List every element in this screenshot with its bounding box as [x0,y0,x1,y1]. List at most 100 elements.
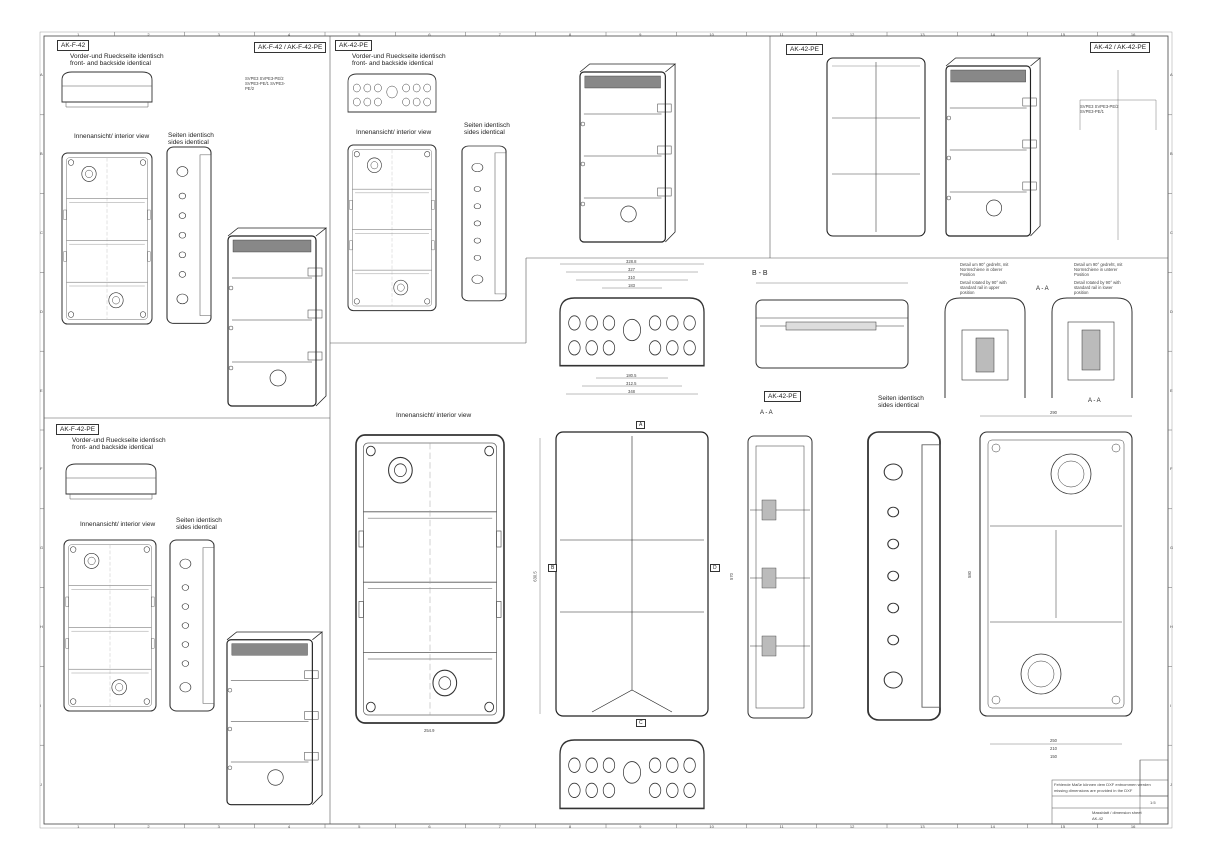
detail-2-en: Detail rotated by 90° with standard rail… [1074,280,1121,296]
zone-col-label: 9 [639,824,642,829]
zone-row-label: J [40,781,42,787]
title-doc-number: AK-42 [1092,816,1104,821]
zone-row-label: E [40,387,43,393]
panel-tag-ak42-right: AK-42-PE [786,44,823,55]
panel-tag-akf42-right: AK-F-42 / AK-F-42-PE [254,42,327,53]
marker-c: C [636,719,646,727]
panel-tag-akf42pe: AK-F-42-PE [56,424,100,435]
detail-1-en: Detail rotated by 90° with standard rail… [960,280,1007,296]
section-aa-tall-view [747,435,813,719]
marker-b: B [548,564,558,572]
section-bb-view [755,282,909,369]
ak42-schematic [1079,70,1157,240]
main-interior-view [355,434,505,724]
ak42pe-iso-view [579,63,676,243]
zone-col-label: 9 [639,32,642,37]
zone-row-label: H [40,624,43,629]
zone-col-label: 8 [568,824,572,829]
dim-plan-w1: 290 [1050,410,1057,415]
sides-en-3: sides identical [176,524,217,531]
zone-row-label: G [40,545,44,551]
ak42-closed-view [826,57,926,237]
main-sides-de: Seiten identisch [878,395,924,402]
dim-plan-h: 580 [966,571,972,579]
main-side-view [867,431,941,721]
dim-plan-w4: 150 [1050,754,1057,759]
dim-h-total: 630.5 [532,571,538,582]
zone-col-label: 4 [287,32,291,37]
zone-col-label: 5 [358,32,361,37]
zone-row-label: E [1170,387,1173,393]
sides-en: sides identical [168,139,209,146]
zone-col-label: 11 [779,32,784,37]
interior-view-label: Innenansicht/ interior view [74,133,150,140]
zone-col-label: 16 [1130,824,1136,829]
dim-top-w2: 327 [628,267,635,272]
akf42-top-view [61,71,153,108]
marker-a: A [636,421,646,429]
ak42pe-front-view [347,144,437,312]
sides-de: Seiten identisch [168,132,214,139]
front-back-en-3: front- and backside identical [72,444,153,451]
zone-col-label: 12 [849,824,855,829]
dim-top-w4: 183 [628,283,635,288]
zone-col-label: 2 [147,32,150,37]
bottom-knockout-view [559,739,705,810]
front-back-en-2: front- and backside identical [352,60,433,67]
panel-tag-ak42-right-2: AK-42 / AK-42-PE [1090,42,1151,53]
ref-box-ak42: SVPE3 SVPE3-PE/2 SVPE3-PE/1 [1080,104,1119,115]
zone-col-label: 12 [849,32,855,37]
sides-de-2: Seiten identisch [464,122,510,129]
main-sides-en: sides identical [878,402,919,409]
zone-row-label: H [1170,624,1173,629]
zone-col-label: 7 [498,824,501,829]
zone-col-label: 16 [1130,32,1136,37]
marker-d: D [710,564,720,572]
main-rear-view [979,415,1133,745]
zone-col-label: 8 [568,32,572,37]
akf42-iso-view [227,227,327,407]
zone-col-label: 1 [77,824,80,829]
zone-row-label: A [1170,72,1173,78]
section-aa-label-3: A - A [760,410,773,416]
title-doc-title: Massblatt / dimension sheet [1092,810,1142,815]
ref-box-akf42: SVPE3 SVPE3-PE/2 SVPE3-PE/1 SVPE3-PE/2 [245,76,286,92]
akf42-front-view [61,152,153,325]
front-back-de: Vorder-und Rueckseite identisch [70,53,164,60]
front-back-de-2: Vorder-und Rueckseite identisch [352,53,446,60]
zone-row-label: F [1170,466,1173,472]
section-aa-label-2: A - A [1088,398,1101,404]
title-note-de: Fehlende Maße können dem DXF entnommen w… [1054,782,1151,787]
zone-col-label: 7 [498,32,501,37]
detail-1-de: Detail um 90° gedreht, mit Normschiene i… [960,262,1009,278]
sides-de-3: Seiten identisch [176,517,222,524]
zone-row-label: F [40,466,43,472]
akf42pe-iso-view [226,631,323,806]
zone-col-label: 3 [217,824,220,829]
dim-top-w1: 328.8 [626,259,637,264]
zone-col-label: 14 [990,824,995,829]
zone-row-label: G [1170,545,1174,551]
ak42-iso-view [945,57,1041,237]
dim-h-inner: 570 [728,573,734,581]
zone-col-label: 10 [709,32,714,37]
akf42-side-view [166,146,212,324]
zone-row-label: J [1170,781,1172,787]
zone-col-label: 13 [920,32,925,37]
dim-interior-w: 254.9 [424,728,435,733]
zone-row-label: C [1170,230,1173,235]
section-aa-detail-upper [944,297,1026,398]
title-block [1051,759,1169,825]
title-rev: 1:5 [1150,800,1156,805]
zone-row-label: B [1170,151,1173,157]
zone-col-label: 11 [779,824,784,829]
zone-row-label: B [40,151,43,157]
interior-view-label-2: Innenansicht/ interior view [356,129,432,136]
ak42pe-top-view [347,73,437,113]
zone-col-label: 4 [287,824,291,829]
zone-row-label: I [1170,702,1172,708]
zone-row-label: D [40,308,43,314]
zone-col-label: 10 [709,824,714,829]
dim-plan-w3: 210 [1050,746,1057,751]
